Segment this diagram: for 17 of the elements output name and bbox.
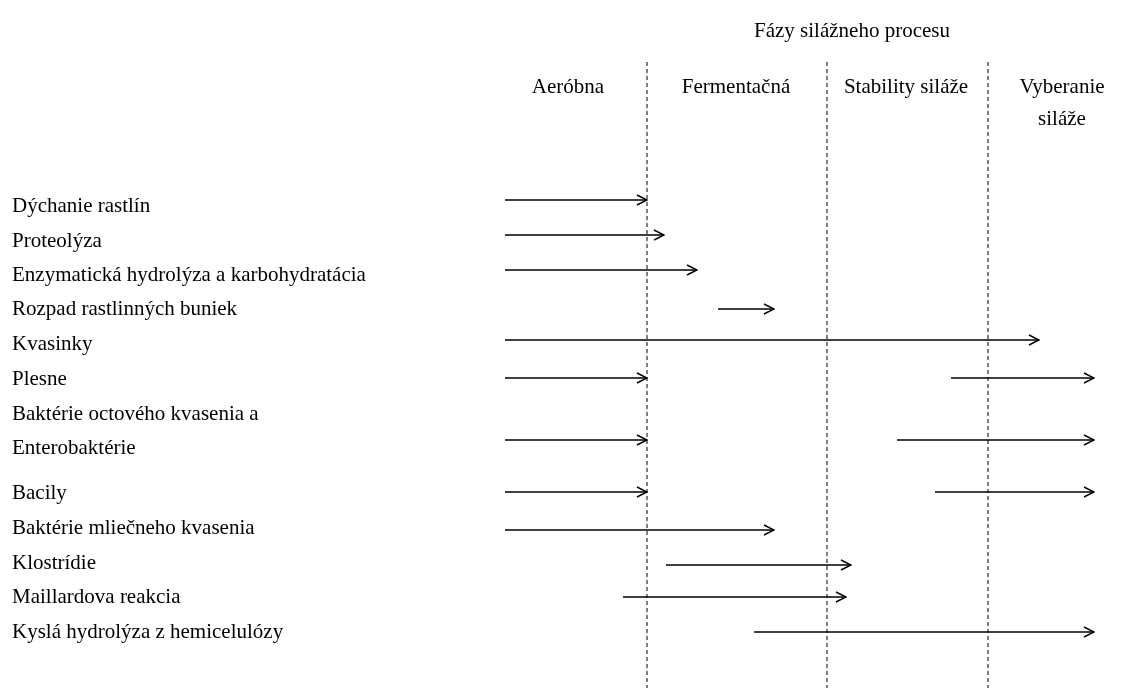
phase-label: Stability siláže bbox=[842, 73, 970, 100]
process-label: Plesne bbox=[12, 365, 67, 392]
process-label: Kyslá hydrolýza z hemicelulózy bbox=[12, 618, 284, 645]
process-label: Proteolýza bbox=[12, 227, 102, 254]
process-label: Baktérie mliečneho kvasenia bbox=[12, 514, 255, 541]
chart-title: Fázy silážneho procesu bbox=[753, 17, 951, 44]
process-label: Bacily bbox=[12, 479, 67, 506]
process-label: Enzymatická hydrolýza a karbohydratácia bbox=[12, 261, 366, 288]
process-label: Maillardova reakcia bbox=[12, 583, 181, 610]
phase-label: Vyberanie siláže bbox=[1018, 73, 1106, 132]
process-label: Baktérie octového kvasenia a Enterobaktérie bbox=[12, 400, 260, 461]
phase-label: Aeróbna bbox=[530, 73, 606, 100]
process-label: Rozpad rastlinných buniek bbox=[12, 295, 238, 322]
process-label: Klostrídie bbox=[12, 549, 96, 576]
process-label: Dýchanie rastlín bbox=[12, 192, 151, 219]
phase-label: Fermentačná bbox=[680, 73, 792, 100]
process-label: Kvasinky bbox=[12, 330, 93, 357]
